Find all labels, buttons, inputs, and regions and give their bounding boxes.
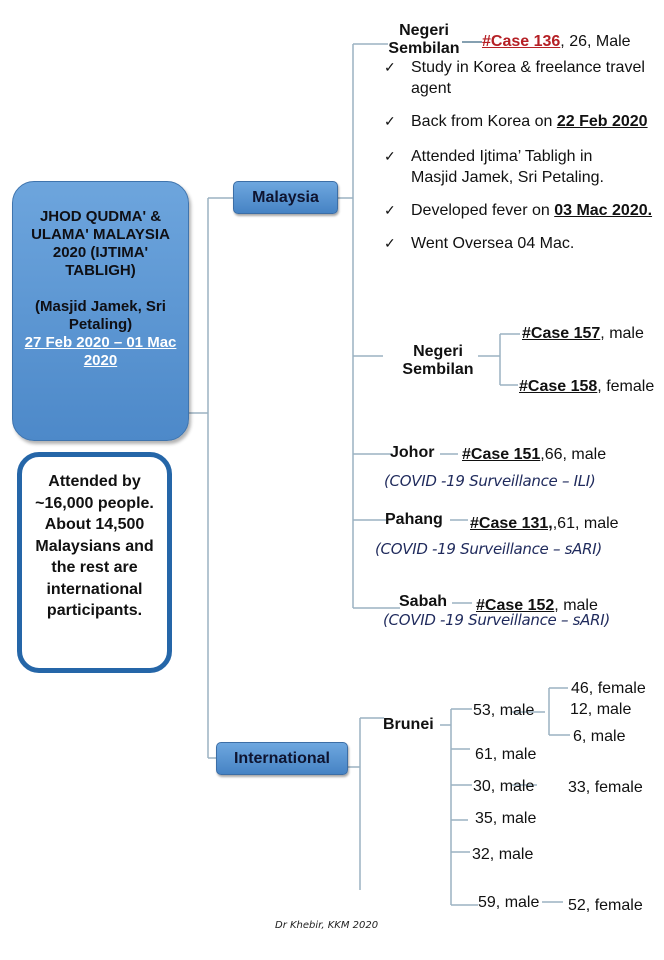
surveillance-pahang: (COVID -19 Surveillance – sARI) (375, 540, 602, 558)
brunei-case-59: 59, male (478, 894, 540, 911)
check-icon: ✓ (384, 59, 396, 75)
case-151-id: #Case 151 (462, 446, 541, 463)
case-152-id: #Case 152 (476, 597, 555, 614)
check-icon: ✓ (384, 113, 396, 129)
case-131-id: #Case 131, (470, 515, 553, 532)
category-malaysia-label: Malaysia (252, 189, 319, 206)
category-malaysia: Malaysia (233, 181, 338, 214)
connector-ns2-cases (478, 333, 520, 386)
case-136: #Case 136, 26, Male (482, 33, 631, 51)
detail-text: Attended Ijtima’ Tabligh in Masjid Jamek… (411, 148, 604, 186)
case-151-detail: ,66, male (540, 446, 607, 463)
state-sabah: Sabah (399, 593, 448, 610)
case-131: #Case 131,,61, male (470, 515, 619, 533)
brunei-case-32: 32, male (472, 846, 534, 863)
event-dates: 27 Feb 2020 – 01 Mac 2020 (24, 334, 177, 369)
detail-text: Back from Korea on (411, 113, 557, 130)
case-158-id: #Case 158 (519, 378, 598, 395)
surveillance-sabah: (COVID -19 Surveillance – sARI) (383, 611, 610, 629)
detail-text: Went Oversea 04 Mac. (411, 235, 575, 252)
check-icon: ✓ (384, 202, 396, 218)
state-pahang: Pahang (385, 511, 443, 528)
brunei-contact-46: 46, female (571, 680, 646, 697)
connector-53-contacts (511, 687, 570, 736)
case-157-id: #Case 157 (522, 325, 601, 342)
detail-text: Study in Korea & freelance travel agent (411, 59, 645, 97)
detail-date: 22 Feb 2020 (556, 113, 648, 130)
detail-item: ✓ Study in Korea & freelance travel agen… (384, 57, 664, 99)
connector-intl-trunk (348, 717, 384, 890)
check-icon: ✓ (384, 235, 396, 251)
brunei-case-35: 35, male (475, 810, 537, 827)
case-157: #Case 157, male (522, 325, 644, 343)
state-negeri-sembilan-1: Negeri Sembilan (388, 22, 460, 57)
detail-item: ✓ Back from Korea on 22 Feb 2020 (384, 111, 664, 132)
country-brunei: Brunei (383, 716, 434, 733)
case-152: #Case 152, male (476, 597, 598, 615)
state-negeri-sembilan-2: Negeri Sembilan (402, 343, 474, 378)
event-venue: (Masjid Jamek, Sri Petaling) (35, 298, 166, 333)
state-johor: Johor (390, 444, 435, 461)
detail-text: Developed fever on (411, 202, 555, 219)
case-158: #Case 158, female (519, 378, 654, 396)
brunei-contact-6: 6, male (573, 728, 626, 745)
connector-malaysia-trunk (338, 44, 354, 608)
connector-main (189, 197, 233, 759)
attendance-note: Attended by ~16,000 people. About 14,500… (35, 473, 154, 619)
case-136-detail: , 26, Male (560, 33, 631, 50)
brunei-case-53: 53, male (473, 702, 535, 719)
detail-item: ✓ Went Oversea 04 Mac. (384, 233, 664, 254)
surveillance-johor: (COVID -19 Surveillance – ILI) (384, 472, 596, 490)
check-icon: ✓ (384, 148, 396, 164)
attendance-note-box: Attended by ~16,000 people. About 14,500… (17, 452, 172, 673)
case-151: #Case 151,66, male (462, 446, 606, 464)
brunei-contact-52: 52, female (568, 897, 643, 914)
detail-item: ✓ Developed fever on 03 Mac 2020. (384, 200, 664, 221)
category-international: International (216, 742, 348, 775)
connector-brunei (440, 709, 452, 905)
brunei-contact-33: 33, female (568, 779, 643, 796)
footer-credit: Dr Khebir, KKM 2020 (275, 920, 379, 931)
detail-date: 03 Mac 2020. (554, 202, 653, 219)
case-136-id: #Case 136 (482, 33, 561, 50)
detail-item: ✓ Attended Ijtima’ Tabligh in Masjid Jam… (384, 146, 664, 188)
case-152-detail: , male (554, 597, 598, 614)
case-136-details: ✓ Study in Korea & freelance travel agen… (384, 57, 664, 266)
case-157-detail: , male (600, 325, 644, 342)
event-box: JHOD QUDMA' & ULAMA' MALAYSIA 2020 (IJTI… (12, 181, 189, 441)
case-131-detail: ,61, male (552, 515, 619, 532)
brunei-case-30: 30, male (473, 778, 535, 795)
brunei-case-61: 61, male (475, 746, 537, 763)
event-title: JHOD QUDMA' & ULAMA' MALAYSIA 2020 (IJTI… (31, 208, 170, 279)
connector-59 (451, 901, 563, 906)
case-158-detail: , female (597, 378, 655, 395)
brunei-contact-12: 12, male (570, 701, 632, 718)
category-international-label: International (233, 750, 330, 767)
